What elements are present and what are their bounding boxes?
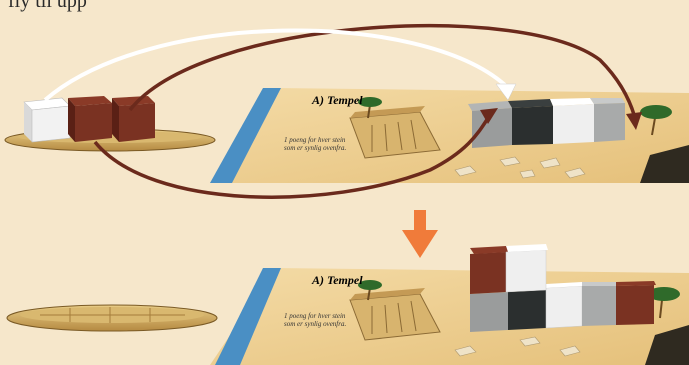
panel-note-bottom: 1 poeng for hver stein som er synlig ove…	[284, 312, 354, 328]
svg-text:A) Tempel: A) Tempel	[311, 273, 363, 287]
down-arrow-icon	[402, 210, 438, 258]
temple-stones-top	[468, 98, 625, 148]
panel-label-bottom: A) Tempel	[311, 273, 363, 287]
temple-stones-bottom	[470, 244, 656, 332]
svg-text:A) Tempel: A) Tempel	[311, 93, 363, 107]
boat-bottom	[7, 305, 217, 331]
panel-label-top: A) Tempel	[311, 93, 363, 107]
panel-note-top: 1 poeng for hver stein som er synlig ove…	[284, 136, 354, 152]
